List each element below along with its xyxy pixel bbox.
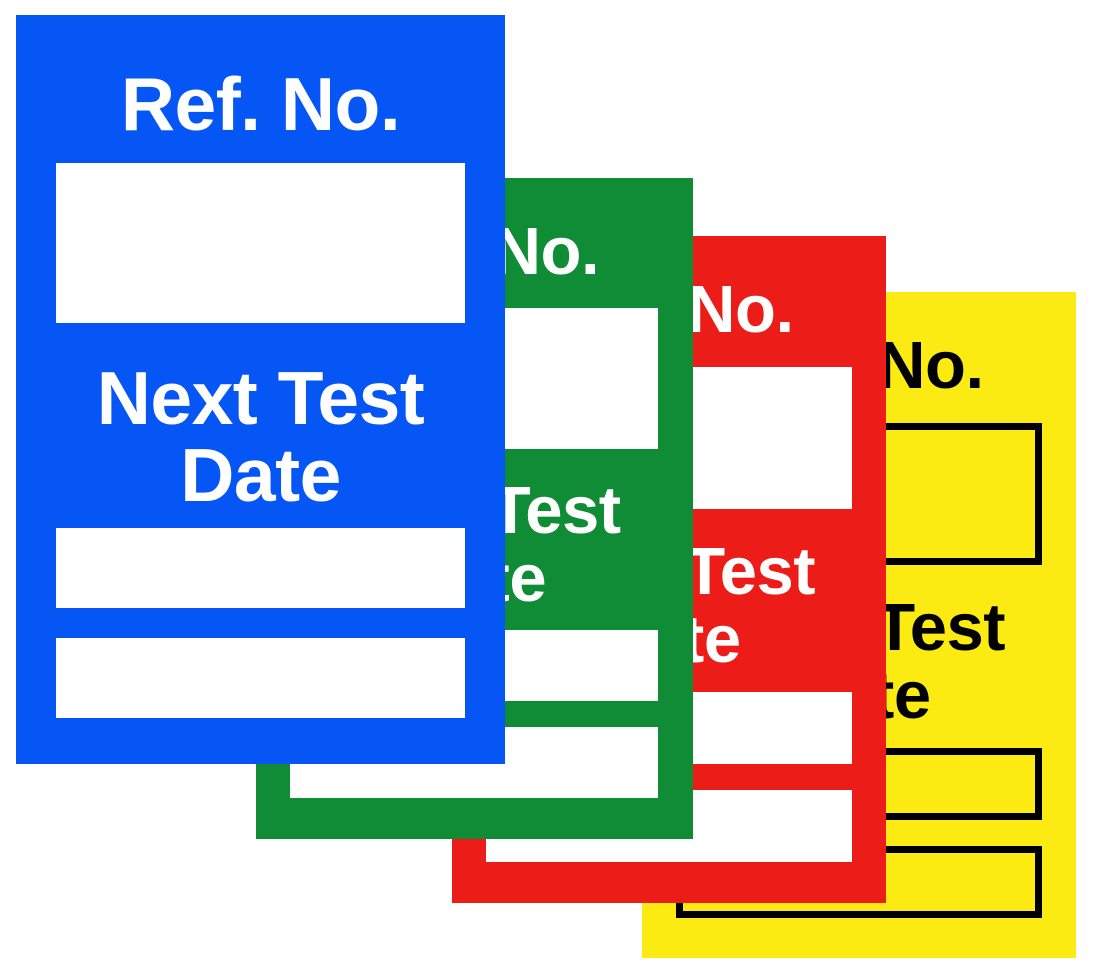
blue-tag-ref-no-title: Ref. No. — [120, 62, 401, 146]
blue-tag-ref-no-field[interactable] — [56, 163, 465, 323]
blue-tag-extra-field[interactable] — [56, 638, 465, 718]
blue-tag[interactable]: Ref. No. Next Test Date — [16, 15, 505, 764]
blue-tag-next-test-date-field[interactable] — [56, 528, 465, 608]
blue-tag-next-test-date-title: Next Test Date — [96, 356, 425, 517]
